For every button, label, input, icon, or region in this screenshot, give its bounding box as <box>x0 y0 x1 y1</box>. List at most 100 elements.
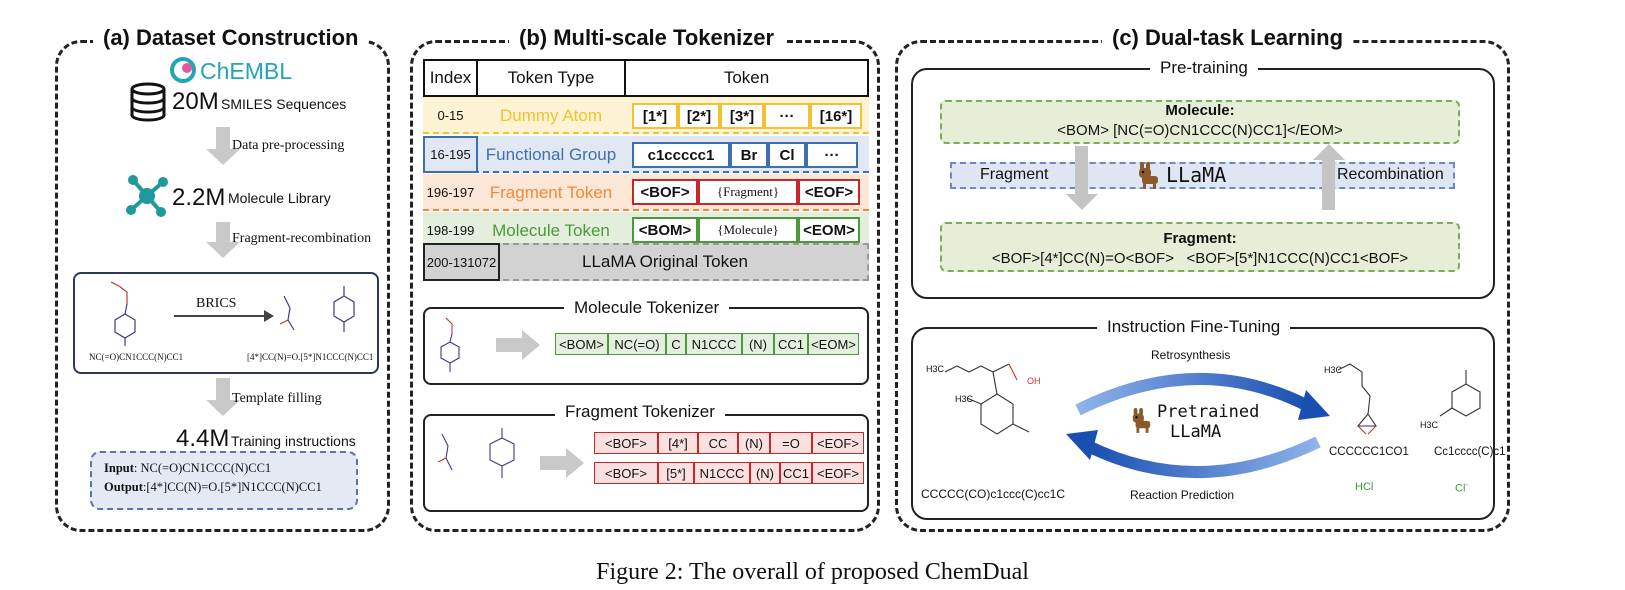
token-fragment-placeholder: {Fragment} <box>698 179 798 205</box>
row-llama-original-index: 200-131072 <box>423 243 500 281</box>
row-molecule-token-type: Molecule Token <box>492 220 610 240</box>
count-instructions-label: Training instructions <box>231 433 356 449</box>
fragment-tokenizer-drawing <box>437 428 515 478</box>
frag-tok-arrow-head <box>566 448 584 478</box>
brics-arrow <box>174 315 266 317</box>
step-preprocessing: Data pre-processing <box>232 138 345 153</box>
step-template-filling: Template filling <box>232 391 322 406</box>
pretrained-llama-icon <box>1130 406 1154 434</box>
count-smiles: 20M <box>172 88 219 115</box>
token-molecule-placeholder: {Molecule} <box>698 217 798 243</box>
frag1-token-4star: [4*] <box>658 432 698 454</box>
fragment-drawings <box>279 286 355 332</box>
chembl-logo-text: ChEMBL <box>200 58 293 84</box>
output-value: :[4*]CC(N)=O.[5*]N1CCC(N)CC1 <box>142 480 322 494</box>
row-llama-original-type: LLaMA Original Token <box>581 252 748 271</box>
chloride-symbol: Cl <box>1455 482 1466 495</box>
input-label: Input <box>104 461 134 475</box>
frag-tok-arrow <box>540 456 566 470</box>
arrow-down-1 <box>216 127 230 149</box>
step-fragment-recombination: Fragment-recombination <box>232 231 372 246</box>
reactant-h3c-label-2: H3C <box>955 394 974 404</box>
arrow-down-2-head <box>206 242 240 258</box>
row-fragment-token-index: 196-197 <box>426 185 475 200</box>
arrow-down-fragmentation-head <box>1066 194 1098 210</box>
epoxide-smiles: CCCCCC1CO1 <box>1329 446 1409 458</box>
mol-token-n: (N) <box>742 333 774 355</box>
fragment-tokenizer-title: Fragment Tokenizer <box>555 402 725 422</box>
arrow-up-recombination <box>1322 160 1335 210</box>
count-instructions: 4.4M <box>176 425 230 452</box>
llama-label: LLaMA <box>1166 163 1227 187</box>
count-molecules: 2.2M <box>172 184 226 211</box>
molecule-example-label-center: Molecule: <box>1165 102 1235 119</box>
arrow-down-3-head <box>206 400 240 416</box>
xylene-h3c-label: H3C <box>1420 420 1439 430</box>
xylene-molecule-drawing <box>1439 370 1481 417</box>
frag2-token-bof: <BOF> <box>594 462 658 484</box>
retrosynthesis-label: Retrosynthesis <box>1151 348 1231 362</box>
mol-token-cc1: CC1 <box>774 333 808 355</box>
molecule-tokenizer-title: Molecule Tokenizer <box>564 298 730 318</box>
frag2-token-n: (N) <box>750 462 780 484</box>
reactant-h3c-label-1: H3C <box>926 364 945 374</box>
reaction-cycle-arrows <box>1066 373 1330 478</box>
mol-tok-arrow-head <box>522 330 540 360</box>
mol-token-n1ccc: N1CCC <box>686 333 742 355</box>
panel-a-title: (a) Dataset Construction <box>93 25 369 51</box>
token-bof: <BOF> <box>632 179 698 205</box>
row-dummy-atom-type: Dummy Atom <box>499 105 603 125</box>
brics-label: BRICS <box>196 296 237 311</box>
output-label: Output <box>104 480 143 494</box>
mol-tok-arrow <box>496 338 522 352</box>
brics-arrow-head <box>264 310 274 322</box>
frag2-token-cc1: CC1 <box>780 462 812 484</box>
token-benzene: c1ccccc1 <box>632 142 730 168</box>
llama-band <box>950 162 1455 189</box>
fragment-example-value: <BOF>[4*]CC(N)=O<BOF> <BOF>[5*]N1CCC(N)C… <box>991 250 1409 267</box>
arrow-down-fragmentation <box>1075 146 1088 194</box>
panel-c-title: (c) Dual-task Learning <box>1102 25 1354 51</box>
arrow-down-2 <box>216 222 230 242</box>
header-token-type: Token Type <box>476 59 626 97</box>
finetuning-title: Instruction Fine-Tuning <box>1097 317 1291 337</box>
token-16star: [16*] <box>810 103 862 129</box>
figure-caption: Figure 2: The overall of proposed ChemDu… <box>596 559 1029 585</box>
molecule-tokenizer-drawing <box>440 317 460 372</box>
token-eof: <EOF> <box>798 179 860 205</box>
row-fragment-token-type: Fragment Token <box>489 182 613 202</box>
fragment-example-label: Fragment: <box>1163 230 1237 247</box>
frag1-token-o: =O <box>770 432 812 454</box>
molecule-example-box <box>940 100 1460 144</box>
hcl-label: HCl <box>1355 481 1374 493</box>
recombination-word: Recombination <box>1337 166 1444 183</box>
frag1-token-bof: <BOF> <box>594 432 658 454</box>
mol-token-amide: NC(=O) <box>608 333 666 355</box>
arrow-down-1-head <box>206 149 240 165</box>
xylene-smiles: Cc1cccc(C)c1 <box>1434 446 1506 458</box>
smiles-input: NC(=O)CN1CCC(N)CC1 <box>89 352 184 362</box>
row-functional-group-index: 16-195 <box>423 136 478 173</box>
reactant-molecule-drawing <box>944 363 1030 435</box>
frag1-token-n: (N) <box>738 432 770 454</box>
mol-token-bom: <BOM> <box>555 333 608 355</box>
token-cl: Cl <box>768 142 806 168</box>
token-ellipsis-2: ··· <box>806 142 858 168</box>
row-functional-group-type: Functional Group <box>485 144 617 164</box>
token-2star: [2*] <box>678 103 720 129</box>
input-value: : NC(=O)CN1CCC(N)CC1 <box>133 461 272 475</box>
row-dummy-atom-index: 0-15 <box>437 108 464 123</box>
token-ellipsis-1: ··· <box>764 103 810 129</box>
frag2-token-n1ccc: N1CCC <box>694 462 750 484</box>
llama-icon <box>1136 160 1162 190</box>
header-index: Index <box>423 59 478 97</box>
mol-token-eom: <EOM> <box>808 333 859 355</box>
molecule-input-drawing <box>110 281 136 346</box>
frag2-token-eof: <EOF> <box>812 462 864 484</box>
molecule-network-icon <box>123 172 171 220</box>
epoxide-h3c-label: H3C <box>1324 365 1343 375</box>
pretraining-title: Pre-training <box>1150 58 1258 78</box>
pretrained-llama-line1: Pretrained <box>1157 402 1260 422</box>
token-1star: [1*] <box>632 103 678 129</box>
epoxide-molecule-drawing <box>1337 363 1378 435</box>
